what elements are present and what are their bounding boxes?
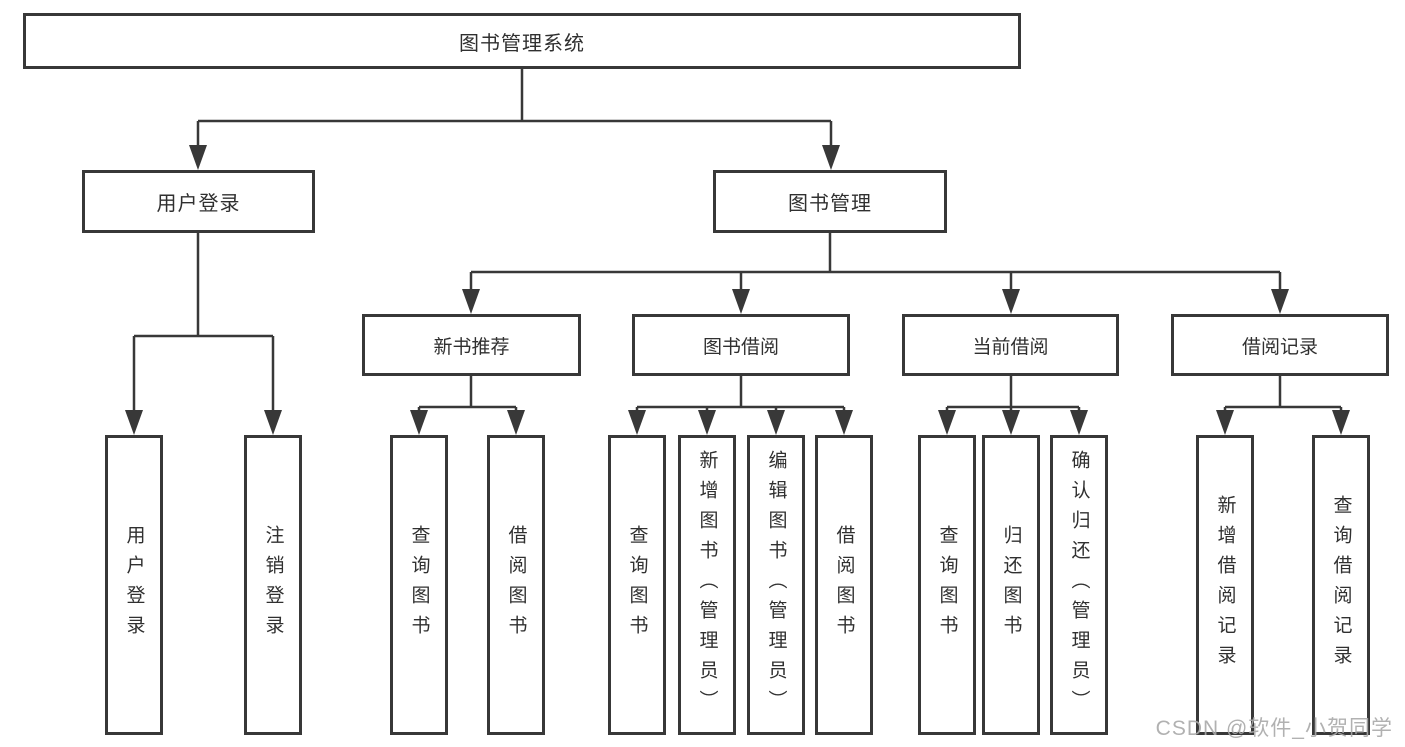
- leaf-add-borrow-record: 新增借阅记录: [1196, 435, 1254, 735]
- leaf-confirm-return-admin: 确认归还（管理员）: [1050, 435, 1108, 735]
- leaf-query-borrow-record: 查询借阅记录: [1312, 435, 1370, 735]
- node-book-management: 图书管理: [713, 170, 947, 233]
- leaf-borrow-books-recommend: 借阅图书: [487, 435, 545, 735]
- node-book-borrow: 图书借阅: [632, 314, 850, 376]
- leaf-edit-book-admin: 编辑图书（管理员）: [747, 435, 805, 735]
- node-borrow-records: 借阅记录: [1171, 314, 1389, 376]
- node-new-book-recommend: 新书推荐: [362, 314, 581, 376]
- node-user-login: 用户登录: [82, 170, 315, 233]
- leaf-query-books-recommend: 查询图书: [390, 435, 448, 735]
- csdn-watermark: CSDN @软件_小贺同学: [1155, 717, 1393, 740]
- leaf-return-books: 归还图书: [982, 435, 1040, 735]
- node-current-borrow: 当前借阅: [902, 314, 1119, 376]
- leaf-add-book-admin: 新增图书（管理员）: [678, 435, 736, 735]
- leaf-logout: 注销登录: [244, 435, 302, 735]
- leaf-query-books: 查询图书: [608, 435, 666, 735]
- node-library-system: 图书管理系统: [23, 13, 1021, 69]
- leaf-user-login: 用户登录: [105, 435, 163, 735]
- leaf-query-books-current: 查询图书: [918, 435, 976, 735]
- leaf-borrow-books: 借阅图书: [815, 435, 873, 735]
